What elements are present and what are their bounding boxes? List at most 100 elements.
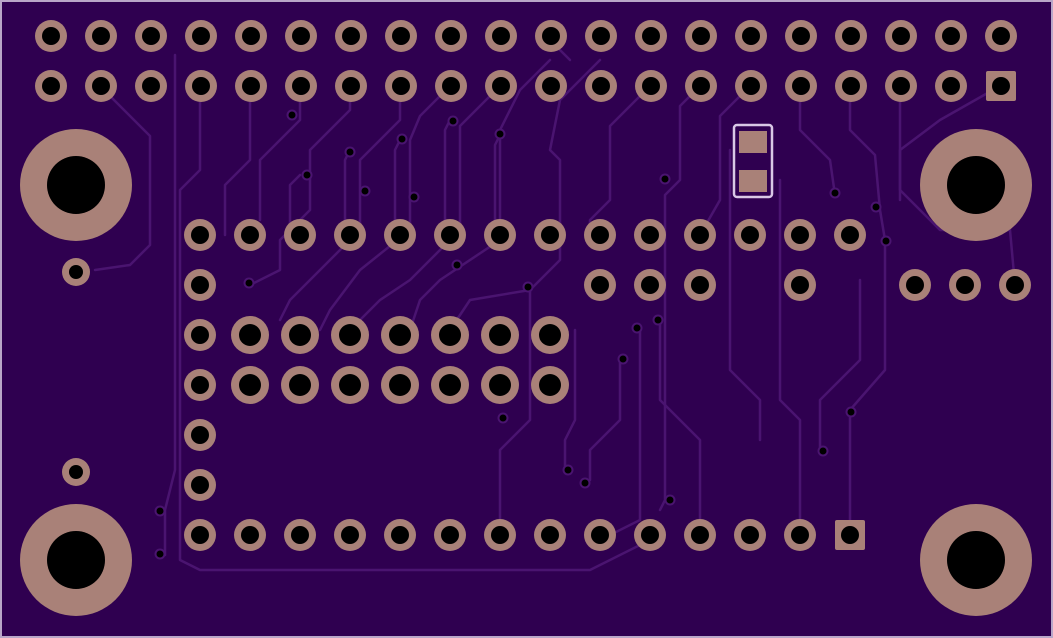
drill-hole — [691, 276, 709, 294]
drill-hole — [389, 324, 411, 346]
drill-hole — [741, 526, 759, 544]
via-hole — [831, 189, 839, 197]
drill-hole — [691, 226, 709, 244]
drill-hole — [692, 77, 710, 95]
mounting-hole — [947, 156, 1005, 214]
drill-hole — [191, 276, 209, 294]
drill-hole — [442, 77, 460, 95]
drill-hole — [191, 526, 209, 544]
via-hole — [819, 447, 827, 455]
drill-hole — [642, 77, 660, 95]
drill-hole — [342, 77, 360, 95]
via-hole — [633, 324, 641, 332]
drill-hole — [239, 374, 261, 396]
drill-hole — [541, 526, 559, 544]
drill-hole — [642, 27, 660, 45]
drill-hole — [591, 276, 609, 294]
via-hole — [666, 496, 674, 504]
trace — [563, 328, 577, 472]
drill-hole — [292, 27, 310, 45]
via-hole — [654, 316, 662, 324]
smd-pad — [739, 131, 767, 153]
drill-hole — [192, 27, 210, 45]
drill-hole — [291, 226, 309, 244]
drill-hole — [892, 77, 910, 95]
drill-hole — [292, 77, 310, 95]
drill-hole — [42, 27, 60, 45]
trace — [728, 148, 762, 442]
drill-hole — [791, 226, 809, 244]
mounting-hole — [47, 531, 105, 589]
trace — [798, 84, 837, 197]
drill-hole — [289, 374, 311, 396]
drill-hole — [791, 276, 809, 294]
via-hole — [245, 279, 253, 287]
drill-hole — [69, 465, 83, 479]
drill-hole — [191, 376, 209, 394]
drill-hole — [542, 27, 560, 45]
drill-hole — [339, 324, 361, 346]
drill-hole — [191, 476, 209, 494]
via-hole — [361, 187, 369, 195]
drill-hole — [142, 27, 160, 45]
drill-hole — [92, 77, 110, 95]
drill-hole — [442, 27, 460, 45]
drill-hole — [491, 226, 509, 244]
trace — [393, 138, 402, 237]
drill-hole — [391, 226, 409, 244]
drill-hole — [339, 374, 361, 396]
drill-hole — [489, 324, 511, 346]
trace — [818, 278, 862, 452]
via-hole — [346, 148, 354, 156]
drill-hole — [741, 226, 759, 244]
drill-hole — [692, 27, 710, 45]
drill-hole — [191, 426, 209, 444]
trace — [658, 84, 702, 512]
via-hole — [581, 479, 589, 487]
drill-hole — [842, 77, 860, 95]
trace — [288, 173, 302, 237]
drill-hole — [591, 526, 609, 544]
via-hole — [619, 355, 627, 363]
trace — [448, 58, 602, 332]
via-hole — [564, 466, 572, 474]
drill-hole — [389, 374, 411, 396]
trace — [358, 84, 502, 322]
drill-hole — [541, 226, 559, 244]
drill-hole — [691, 526, 709, 544]
drill-hole — [439, 324, 461, 346]
drill-hole — [542, 77, 560, 95]
drill-hole — [289, 324, 311, 346]
trace — [258, 84, 302, 222]
drill-hole — [742, 27, 760, 45]
via-hole — [156, 507, 164, 515]
via-hole — [661, 175, 669, 183]
drill-hole — [792, 27, 810, 45]
via-hole — [499, 414, 507, 422]
trace — [93, 84, 152, 272]
trace — [658, 318, 702, 537]
drill-hole — [391, 526, 409, 544]
drill-hole — [791, 526, 809, 544]
trace — [698, 84, 752, 237]
drill-hole — [342, 27, 360, 45]
drill-hole — [441, 526, 459, 544]
drill-hole — [592, 27, 610, 45]
mounting-hole — [947, 531, 1005, 589]
drill-hole — [539, 374, 561, 396]
drill-hole — [492, 77, 510, 95]
drill-hole — [142, 77, 160, 95]
drill-hole — [539, 324, 561, 346]
drill-hole — [492, 27, 510, 45]
drill-hole — [392, 27, 410, 45]
drill-hole — [242, 77, 260, 95]
drill-hole — [641, 276, 659, 294]
drill-hole — [792, 77, 810, 95]
drill-hole — [892, 27, 910, 45]
drill-hole — [491, 526, 509, 544]
drill-hole — [291, 526, 309, 544]
drill-hole — [92, 27, 110, 45]
via-hole — [847, 408, 855, 416]
